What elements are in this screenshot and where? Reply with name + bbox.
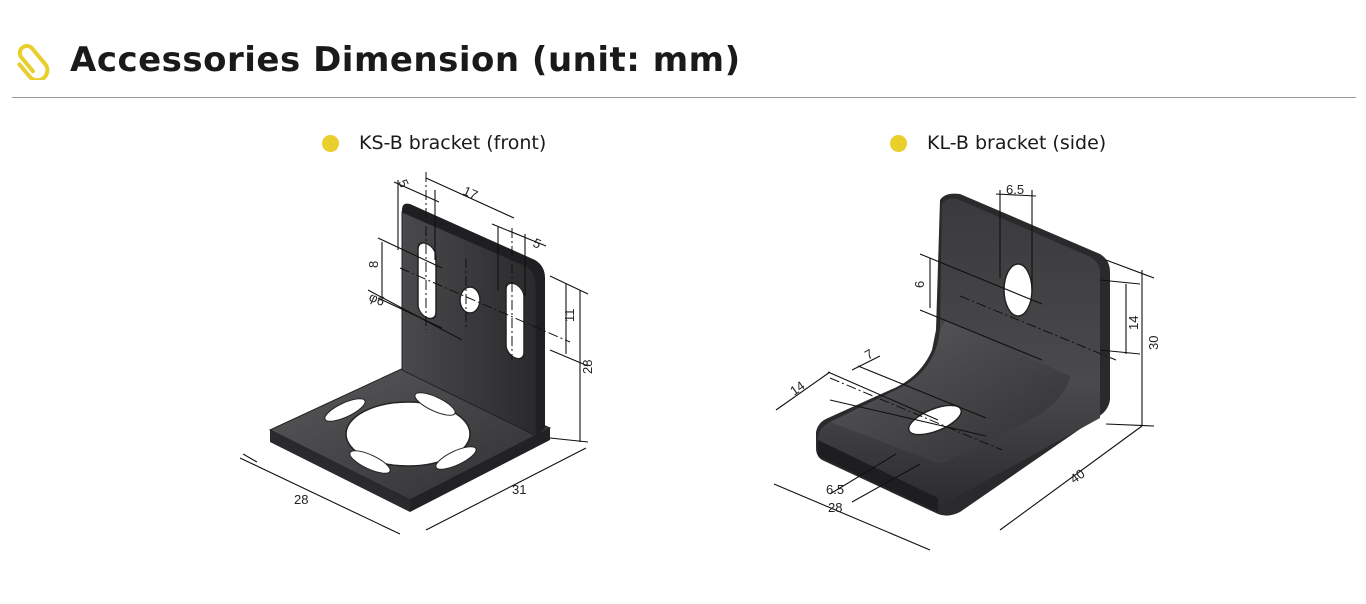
kl-b-bracket-drawing: 6.5 6 14 30 7 14 6.5 28 40 bbox=[773, 182, 1161, 551]
dim-17: 17 bbox=[461, 183, 480, 203]
dim-phi6: φ6 bbox=[367, 289, 387, 309]
dim-14: 14 bbox=[787, 378, 807, 399]
dim-6-5-top: 6.5 bbox=[1006, 182, 1024, 197]
page-title: Accessories Dimension (unit: mm) bbox=[70, 40, 741, 80]
bullet-dot bbox=[890, 134, 907, 152]
dim-31: 31 bbox=[512, 482, 526, 497]
figure-label-text: KL-B bracket (side) bbox=[927, 132, 1107, 154]
dim-6: 6 bbox=[912, 281, 927, 288]
dim-30: 30 bbox=[1146, 336, 1161, 350]
dim-5-left: 5 bbox=[395, 177, 412, 190]
dim-8: 8 bbox=[366, 261, 381, 268]
kl-b-dimensions: 6.5 6 14 30 7 14 6.5 28 40 bbox=[773, 182, 1161, 551]
ks-b-bracket-drawing: 5 17 5 8 φ6 11 28 28 31 bbox=[239, 172, 595, 535]
figure-label-ks-b: KS-B bracket (front) bbox=[322, 128, 546, 158]
kl-b-body bbox=[816, 193, 1110, 516]
dim-6-5-bottom: 6.5 bbox=[826, 482, 844, 497]
bullet-dot bbox=[322, 134, 339, 152]
paperclip-icon bbox=[17, 44, 50, 80]
figure-label-kl-b: KL-B bracket (side) bbox=[890, 128, 1106, 158]
header-divider bbox=[12, 97, 1356, 98]
dim-7: 7 bbox=[862, 346, 876, 363]
section-header: Accessories Dimension (unit: mm) bbox=[12, 30, 1356, 90]
dim-14-vertical: 14 bbox=[1126, 316, 1141, 330]
dim-11: 11 bbox=[562, 309, 577, 323]
dim-28: 28 bbox=[828, 500, 842, 515]
ks-b-dimensions: 5 17 5 8 φ6 11 28 28 31 bbox=[239, 177, 595, 535]
dim-28-width: 28 bbox=[294, 492, 308, 507]
figure-label-text: KS-B bracket (front) bbox=[359, 132, 547, 154]
vertical-plate bbox=[401, 203, 545, 437]
dim-40: 40 bbox=[1067, 466, 1087, 487]
dim-28-height: 28 bbox=[580, 360, 595, 374]
dim-5-right: 5 bbox=[531, 235, 544, 252]
